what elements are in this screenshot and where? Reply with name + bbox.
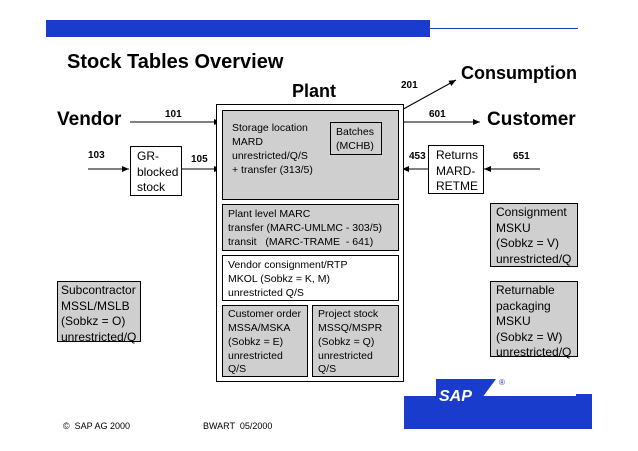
sap-logo-registered: ® <box>499 378 505 387</box>
sap-logo-band <box>404 396 576 429</box>
slide-title: Stock Tables Overview <box>67 51 284 73</box>
footer-code: BWART 05/2000 <box>203 421 273 431</box>
vendor-consignment-text: Vendor consignment/RTP MKOL (Sobkz = K, … <box>228 259 348 299</box>
customer-order-text: Customer order MSSA/MSKA (Sobkz = E) unr… <box>228 308 301 376</box>
batches-text: Batches (MCHB) <box>336 126 374 152</box>
vendor-label: Vendor <box>57 109 122 130</box>
plant-level-text: Plant level MARC transfer (MARC-UMLMC - … <box>228 208 383 248</box>
movement-601: 601 <box>429 109 446 120</box>
arrow-201 <box>397 79 457 113</box>
movement-651: 651 <box>513 151 530 162</box>
header-bar-tail <box>430 28 578 29</box>
movement-105: 105 <box>191 154 208 165</box>
gr-blocked-text: GR- blocked stock <box>137 149 179 195</box>
movement-453: 453 <box>409 151 426 162</box>
project-stock-text: Project stock MSSQ/MSPR (Sobkz = Q) unre… <box>318 308 383 376</box>
returnable-packaging-text: Returnable packaging MSKU (Sobkz = W) un… <box>496 283 572 360</box>
vendor-consignment-box: Vendor consignment/RTP MKOL (Sobkz = K, … <box>222 255 399 301</box>
customer-label: Customer <box>487 109 576 130</box>
subcontractor-text: Subcontractor MSSL/MSLB (Sobkz = O) unre… <box>61 283 137 344</box>
plant-label: Plant <box>292 81 337 101</box>
gr-blocked-box: GR- blocked stock <box>130 146 182 196</box>
project-stock-box: Project stock MSSQ/MSPR (Sobkz = Q) unre… <box>312 305 399 377</box>
batches-box: Batches (MCHB) <box>330 122 382 155</box>
plant-level-box: Plant level MARC transfer (MARC-UMLMC - … <box>222 204 399 251</box>
sap-logo-block <box>576 394 592 429</box>
header-bar <box>46 20 430 37</box>
movement-101: 101 <box>165 109 182 120</box>
subcontractor-box: Subcontractor MSSL/MSLB (Sobkz = O) unre… <box>57 281 141 344</box>
returns-text: Returns MARD- RETME <box>436 148 479 194</box>
consignment-box: Consignment MSKU (Sobkz = V) unrestricte… <box>490 203 578 267</box>
returns-box: Returns MARD- RETME <box>428 145 484 194</box>
consumption-label: Consumption <box>461 63 577 83</box>
storage-location-text: Storage location MARD unrestricted/Q/S +… <box>232 122 313 176</box>
footer-copyright: © SAP AG 2000 <box>63 421 131 431</box>
consignment-text: Consignment MSKU (Sobkz = V) unrestricte… <box>496 205 572 266</box>
sap-logo-text: SAP <box>439 388 472 405</box>
customer-order-box: Customer order MSSA/MSKA (Sobkz = E) unr… <box>222 305 308 377</box>
movement-103: 103 <box>88 150 105 161</box>
returnable-packaging-box: Returnable packaging MSKU (Sobkz = W) un… <box>490 281 578 359</box>
movement-201: 201 <box>401 80 418 91</box>
